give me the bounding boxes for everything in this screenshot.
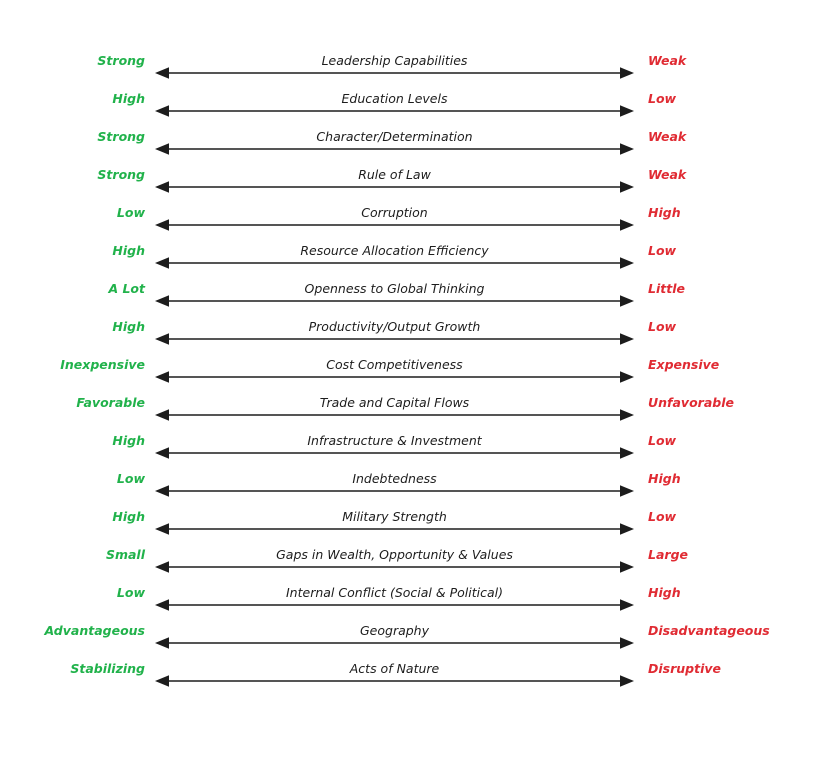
spectrum-row: Strong Leadership Capabilities Weak xyxy=(0,52,826,90)
left-pole-label: Strong xyxy=(97,129,145,144)
right-pole-label: Low xyxy=(648,243,677,258)
left-pole-label: A Lot xyxy=(108,281,145,296)
spectrum-row: Strong Character/Determination Weak xyxy=(0,128,826,166)
left-pole-label: Low xyxy=(116,471,145,486)
double-headed-arrow-icon xyxy=(155,485,634,497)
spectrum-row: Strong Rule of Law Weak xyxy=(0,166,826,204)
right-pole-label: Expensive xyxy=(648,357,720,372)
measure-label: Infrastructure & Investment xyxy=(307,433,482,448)
double-headed-arrow-icon xyxy=(155,599,634,611)
spectrum-row: Low Internal Conflict (Social & Political… xyxy=(0,584,826,622)
measure-label: Corruption xyxy=(361,205,428,220)
spectrum-row: A Lot Openness to Global Thinking Little xyxy=(0,280,826,318)
double-headed-arrow-icon xyxy=(155,523,634,535)
double-headed-arrow-icon xyxy=(155,143,634,155)
left-pole-label: High xyxy=(112,91,145,106)
measure-label: Productivity/Output Growth xyxy=(308,319,481,334)
double-headed-arrow-icon xyxy=(155,295,634,307)
measure-label: Gaps in Wealth, Opportunity & Values xyxy=(276,547,513,562)
measure-label: Leadership Capabilities xyxy=(321,53,468,68)
right-pole-label: Low xyxy=(648,319,677,334)
left-pole-label: Advantageous xyxy=(44,623,145,638)
left-pole-label: High xyxy=(112,243,145,258)
spectrum-row: High Infrastructure & Investment Low xyxy=(0,432,826,470)
measure-label: Trade and Capital Flows xyxy=(319,395,470,410)
spectrum-row: Low Corruption High xyxy=(0,204,826,242)
measure-label: Education Levels xyxy=(341,91,448,106)
left-pole-label: Favorable xyxy=(76,395,145,410)
spectrum-row: High Education Levels Low xyxy=(0,90,826,128)
double-headed-arrow-icon xyxy=(155,409,634,421)
double-headed-arrow-icon xyxy=(155,219,634,231)
double-headed-arrow-icon xyxy=(155,333,634,345)
right-pole-label: High xyxy=(648,585,681,600)
measure-label: Cost Competitiveness xyxy=(326,357,463,372)
spectrum-row: Inexpensive Cost Competitiveness Expensive xyxy=(0,356,826,394)
right-pole-label: Unfavorable xyxy=(648,395,734,410)
left-pole-label: Small xyxy=(105,547,145,562)
measure-label: Openness to Global Thinking xyxy=(304,281,485,296)
right-pole-label: Little xyxy=(648,281,685,296)
double-headed-arrow-icon xyxy=(155,561,634,573)
measure-label: Resource Allocation Efficiency xyxy=(300,243,489,258)
left-pole-label: Low xyxy=(116,205,145,220)
left-pole-label: High xyxy=(112,319,145,334)
spectrum-row: Low Indebtedness High xyxy=(0,470,826,508)
double-headed-arrow-icon xyxy=(155,105,634,117)
spectrum-row: Advantageous Geography Disadvantageous xyxy=(0,622,826,660)
spectrum-row: High Resource Allocation Efficiency Low xyxy=(0,242,826,280)
right-pole-label: Low xyxy=(648,509,677,524)
left-pole-label: High xyxy=(112,509,145,524)
double-headed-arrow-icon xyxy=(155,675,634,687)
right-pole-label: High xyxy=(648,205,681,220)
left-pole-label: Strong xyxy=(97,53,145,68)
right-pole-label: Low xyxy=(648,91,677,106)
measure-label: Geography xyxy=(359,623,429,638)
left-pole-label: Strong xyxy=(97,167,145,182)
right-pole-label: Disruptive xyxy=(648,661,721,676)
right-pole-label: Large xyxy=(648,547,688,562)
left-pole-label: Low xyxy=(116,585,145,600)
right-pole-label: Weak xyxy=(648,167,687,182)
double-headed-arrow-icon xyxy=(155,67,634,79)
measure-label: Internal Conflict (Social & Political) xyxy=(286,585,503,600)
right-pole-label: Weak xyxy=(648,129,687,144)
double-headed-arrow-icon xyxy=(155,447,634,459)
right-pole-label: Disadvantageous xyxy=(648,623,770,638)
left-pole-label: Stabilizing xyxy=(70,661,145,676)
spectrum-row: High Productivity/Output Growth Low xyxy=(0,318,826,356)
double-headed-arrow-icon xyxy=(155,637,634,649)
measure-label: Military Strength xyxy=(342,509,447,524)
spectrum-row: Stabilizing Acts of Nature Disruptive xyxy=(0,660,826,698)
measure-label: Rule of Law xyxy=(358,167,431,182)
double-headed-arrow-icon xyxy=(155,257,634,269)
double-headed-arrow-icon xyxy=(155,181,634,193)
left-pole-label: Inexpensive xyxy=(60,357,145,372)
double-headed-arrow-icon xyxy=(155,371,634,383)
measure-label: Indebtedness xyxy=(352,471,437,486)
right-pole-label: High xyxy=(648,471,681,486)
measure-label: Character/Determination xyxy=(316,129,473,144)
left-pole-label: High xyxy=(112,433,145,448)
spectrum-row: High Military Strength Low xyxy=(0,508,826,546)
right-pole-label: Weak xyxy=(648,53,687,68)
spectrum-row: Favorable Trade and Capital Flows Unfavora… xyxy=(0,394,826,432)
spectrum-row: Small Gaps in Wealth, Opportunity & Value… xyxy=(0,546,826,584)
measure-label: Acts of Nature xyxy=(349,661,440,676)
right-pole-label: Low xyxy=(648,433,677,448)
